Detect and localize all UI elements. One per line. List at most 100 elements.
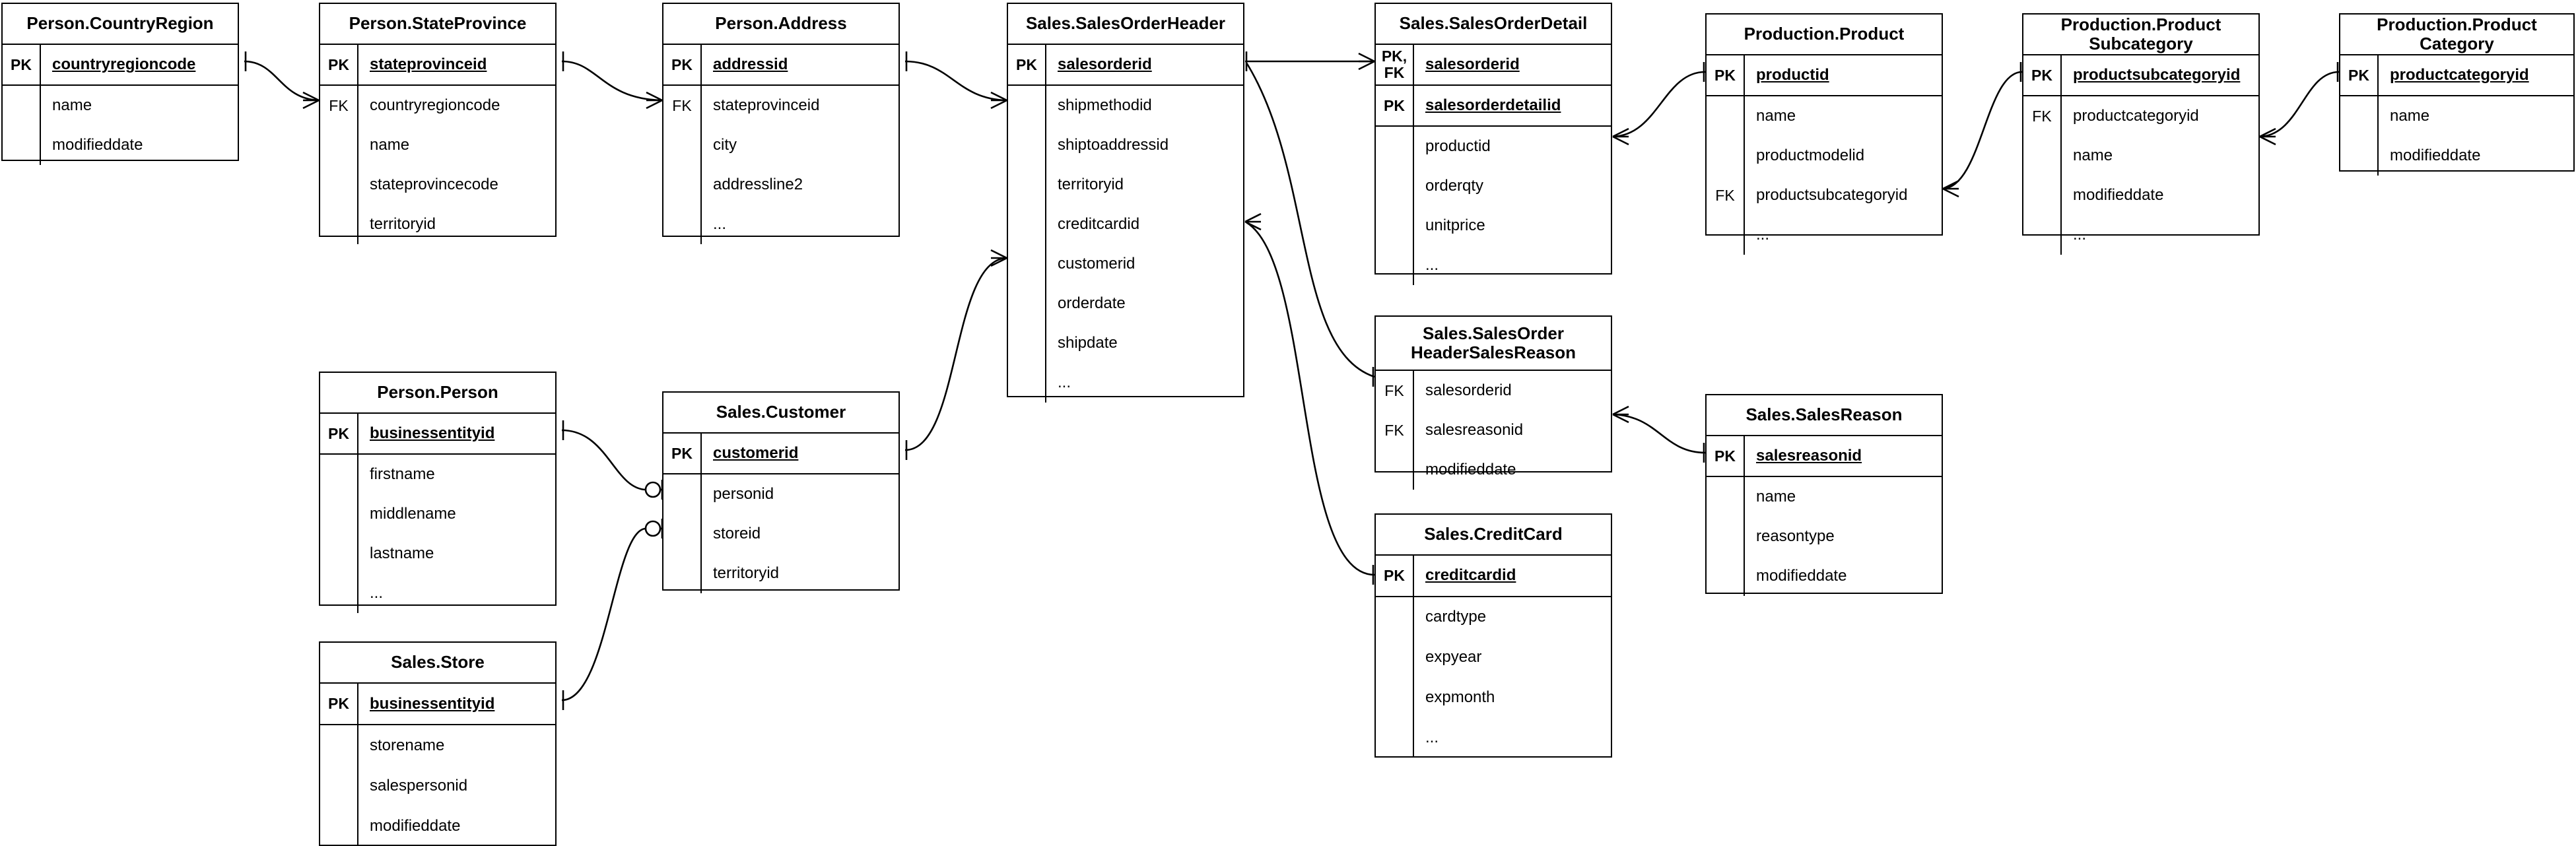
field-row-person_stateprovince-name[interactable]: name	[320, 125, 555, 165]
field-row-sales_salesorderheader-shipdate[interactable]: shipdate	[1008, 323, 1243, 363]
key-label-person_stateprovince-countryregioncode: FK	[320, 86, 358, 125]
crowsfoot-subcat-cat	[2259, 127, 2276, 146]
field-row-production_product-name[interactable]: name	[1707, 96, 1942, 136]
field-row-sales_salesorderheader-customerid[interactable]: customerid	[1008, 244, 1243, 284]
field-row-person_address-addressline2[interactable]: addressline2	[663, 165, 898, 205]
field-row-person_countryregion-name[interactable]: name	[3, 86, 238, 125]
field-row-sales_salesreason-modifieddate[interactable]: modifieddate	[1707, 556, 1942, 596]
field-row-production_product-[interactable]: ...	[1707, 215, 1942, 255]
field-row-person_address-[interactable]: ...	[663, 205, 898, 244]
field-row-sales_customer-personid[interactable]: personid	[663, 474, 898, 514]
field-row-person_address-city[interactable]: city	[663, 125, 898, 165]
field-row-sales_salesorderheader-shiptoaddressid[interactable]: shiptoaddressid	[1008, 125, 1243, 165]
key-label-sales_store-modifieddate	[320, 806, 358, 846]
field-row-production_productsubcategory-modifieddate[interactable]: modifieddate	[2023, 176, 2258, 215]
key-label-sales_creditcard-creditcardid: PK	[1376, 556, 1414, 596]
key-label-person_person-lastname	[320, 534, 358, 573]
field-row-person_stateprovince-countryregioncode[interactable]: FK countryregioncode	[320, 86, 555, 125]
field-row-person_person-lastname[interactable]: lastname	[320, 534, 555, 573]
key-label-sales_salesorderheadersalesreason-salesorderid: FK	[1376, 371, 1414, 410]
field-row-production_productsubcategory-name[interactable]: name	[2023, 136, 2258, 176]
field-name-sales_salesorderdetail-salesorderdetailid: salesorderdetailid	[1425, 96, 1561, 114]
field-name-sales_salesorderdetail-productid: productid	[1425, 137, 1491, 155]
field-row-sales_creditcard-expyear[interactable]: expyear	[1376, 637, 1611, 678]
field-row-production_product-productmodelid[interactable]: productmodelid	[1707, 136, 1942, 176]
field-row-person_person-[interactable]: ...	[320, 573, 555, 613]
field-row-production_productcategory-modifieddate[interactable]: modifieddate	[2340, 136, 2573, 176]
field-row-sales_salesreason-reasontype[interactable]: reasontype	[1707, 517, 1942, 556]
field-row-sales_store-salespersonid[interactable]: salespersonid	[320, 765, 555, 806]
field-row-sales_salesorderheadersalesreason-modifieddate[interactable]: modifieddate	[1376, 450, 1611, 490]
crowsfoot-salesorderheader-ship	[990, 91, 1007, 110]
field-row-person_stateprovince-stateprovincecode[interactable]: stateprovincecode	[320, 165, 555, 205]
field-row-production_productcategory-name[interactable]: name	[2340, 96, 2573, 136]
field-row-sales_salesreason-name[interactable]: name	[1707, 477, 1942, 517]
field-row-person_countryregion-modifieddate[interactable]: modifieddate	[3, 125, 238, 165]
relationship-store-customer	[561, 519, 663, 710]
field-row-sales_salesorderdetail-orderqty[interactable]: orderqty	[1376, 166, 1611, 206]
field-row-sales_customer-storeid[interactable]: storeid	[663, 514, 898, 554]
field-row-sales_store-modifieddate[interactable]: modifieddate	[320, 806, 555, 846]
field-name-person_stateprovince-countryregioncode: countryregioncode	[370, 96, 500, 114]
key-label-sales_salesorderheader-orderdate	[1008, 284, 1046, 323]
field-row-sales_creditcard-expmonth[interactable]: expmonth	[1376, 677, 1611, 718]
field-row-sales_store-storename[interactable]: storename	[320, 725, 555, 765]
field-row-sales_salesorderheader-orderdate[interactable]: orderdate	[1008, 284, 1243, 323]
field-row-sales_salesorderheader-shipmethodid[interactable]: shipmethodid	[1008, 86, 1243, 125]
entity-title-sales_salesorderdetail: Sales.SalesOrderDetail	[1376, 4, 1611, 45]
field-row-sales_salesorderheader-territoryid[interactable]: territoryid	[1008, 165, 1243, 205]
field-row-person_person-firstname[interactable]: firstname	[320, 455, 555, 494]
field-row-sales_creditcard-cardtype[interactable]: cardtype	[1376, 597, 1611, 637]
field-row-sales_creditcard-[interactable]: ...	[1376, 717, 1611, 758]
field-row-sales_salesorderdetail-[interactable]: ...	[1376, 245, 1611, 285]
field-row-person_stateprovince-territoryid[interactable]: territoryid	[320, 205, 555, 244]
field-row-person_person-middlename[interactable]: middlename	[320, 494, 555, 534]
field-row-sales_salesorderheader-creditcardid[interactable]: creditcardid	[1008, 205, 1243, 244]
field-name-person_countryregion-name: name	[52, 96, 92, 114]
field-row-sales_customer-territoryid[interactable]: territoryid	[663, 554, 898, 593]
field-name-production_productcategory-productcategoryid: productcategoryid	[2390, 66, 2529, 84]
field-row-production_productsubcategory-[interactable]: ...	[2023, 215, 2258, 255]
field-row-sales_salesorderheader-[interactable]: ...	[1008, 363, 1243, 403]
field-row-sales_salesorderdetail-unitprice[interactable]: unitprice	[1376, 206, 1611, 245]
entity-title-sales_customer: Sales.Customer	[663, 393, 898, 434]
field-row-sales_salesorderdetail-productid[interactable]: productid	[1376, 127, 1611, 166]
key-label-sales_creditcard-	[1376, 717, 1414, 758]
